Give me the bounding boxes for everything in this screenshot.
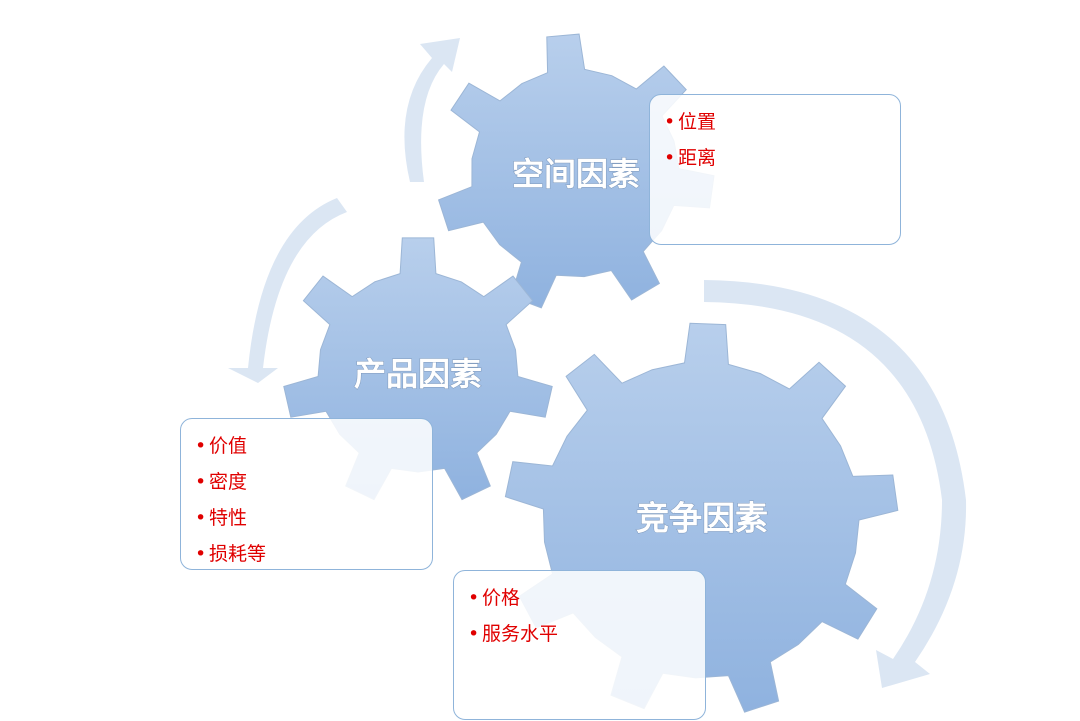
gear-label-product: 产品因素 <box>354 355 482 393</box>
list-item: •位置 <box>664 111 717 133</box>
item-label: 特性 <box>209 507 248 529</box>
list-item: •价格 <box>468 587 521 609</box>
list-item: •服务水平 <box>468 623 559 645</box>
gear-space <box>437 33 715 309</box>
gear-label-space: 空间因素 <box>512 155 640 193</box>
item-label: 价值 <box>209 435 248 457</box>
list-item: •密度 <box>195 471 248 493</box>
factor-box-space: •位置 •距离 <box>649 94 901 245</box>
item-label: 位置 <box>678 111 717 133</box>
list-item: •损耗等 <box>195 543 267 565</box>
factor-box-product: •价值 •密度 •特性 •损耗等 <box>180 418 433 570</box>
item-label: 损耗等 <box>209 543 267 565</box>
item-label: 价格 <box>482 587 521 609</box>
factor-list-competition: •价格 •服务水平 <box>468 580 691 652</box>
list-item: •距离 <box>664 147 717 169</box>
factor-box-competition: •价格 •服务水平 <box>453 570 706 720</box>
item-label: 服务水平 <box>482 623 559 645</box>
arrow-top-left <box>404 38 460 182</box>
item-label: 距离 <box>678 147 717 169</box>
list-item: •价值 <box>195 435 248 457</box>
list-item: •特性 <box>195 507 248 529</box>
factor-list-product: •价值 •密度 •特性 •损耗等 <box>195 428 418 572</box>
arrow-right <box>704 280 967 688</box>
gear-label-competition: 竞争因素 <box>636 499 768 538</box>
factor-list-space: •位置 •距离 <box>664 104 886 176</box>
arrow-left <box>228 198 347 383</box>
item-label: 密度 <box>209 471 248 493</box>
